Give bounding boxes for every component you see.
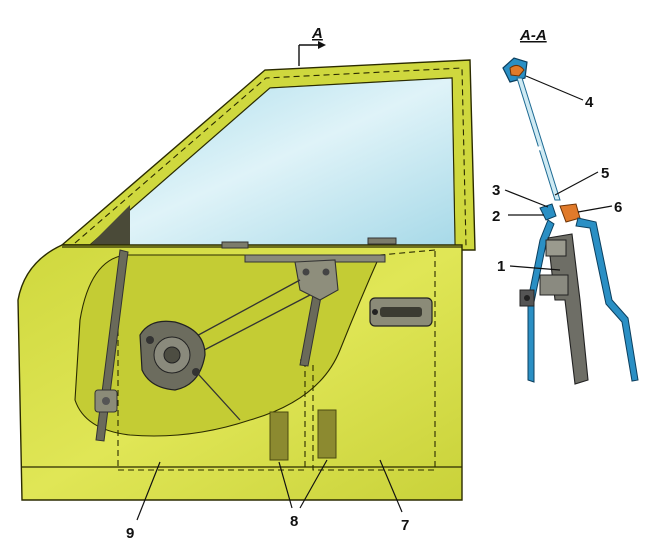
frame-dashed-inner [74, 67, 467, 247]
glass-profile [516, 77, 561, 201]
callout-8: 8 [290, 513, 298, 530]
belt-seal-detail [539, 203, 581, 223]
glass-clip-2 [367, 237, 397, 245]
front-guide-bolt [102, 397, 110, 405]
leader-8a [278, 461, 293, 509]
regulator-motor [139, 320, 206, 391]
pad-right [317, 409, 337, 459]
top-seal-detail [502, 57, 528, 83]
callout-6: 6 [614, 199, 622, 216]
callout-5: 5 [601, 165, 609, 182]
cable-lower [184, 294, 311, 361]
callout-9: 9 [126, 525, 134, 542]
callout-2: 2 [492, 208, 500, 225]
lift-bracket-bolt-2 [322, 268, 330, 276]
inner-door-handle [369, 297, 433, 327]
callout-7: 7 [401, 517, 409, 534]
leader-7 [379, 459, 403, 513]
window-glass [88, 77, 456, 246]
lift-bracket-bolt-1 [302, 268, 310, 276]
section-title: A-A [519, 27, 547, 44]
trim-dashed-right [312, 250, 436, 471]
trim-dashed-left [117, 270, 306, 471]
outer-panel-section [575, 217, 639, 382]
leader-8b [299, 459, 328, 509]
cable-upper [179, 279, 301, 346]
leader-1 [509, 265, 561, 271]
glass-clip-1 [221, 241, 249, 249]
callout-3: 3 [492, 182, 500, 199]
section-arrowhead [318, 41, 326, 49]
leader-6 [577, 205, 613, 213]
leader-5 [554, 171, 599, 196]
leader-3 [504, 189, 549, 208]
callout-4: 4 [585, 94, 594, 111]
section-mechanism [519, 233, 589, 385]
section-mark-label: A [311, 25, 323, 42]
callout-1: 1 [497, 258, 505, 275]
front-corner-shadow [90, 205, 130, 245]
pad-left [269, 411, 289, 461]
leader-4 [525, 75, 584, 101]
glass-break-1 [530, 146, 542, 152]
leader-9 [136, 461, 161, 521]
